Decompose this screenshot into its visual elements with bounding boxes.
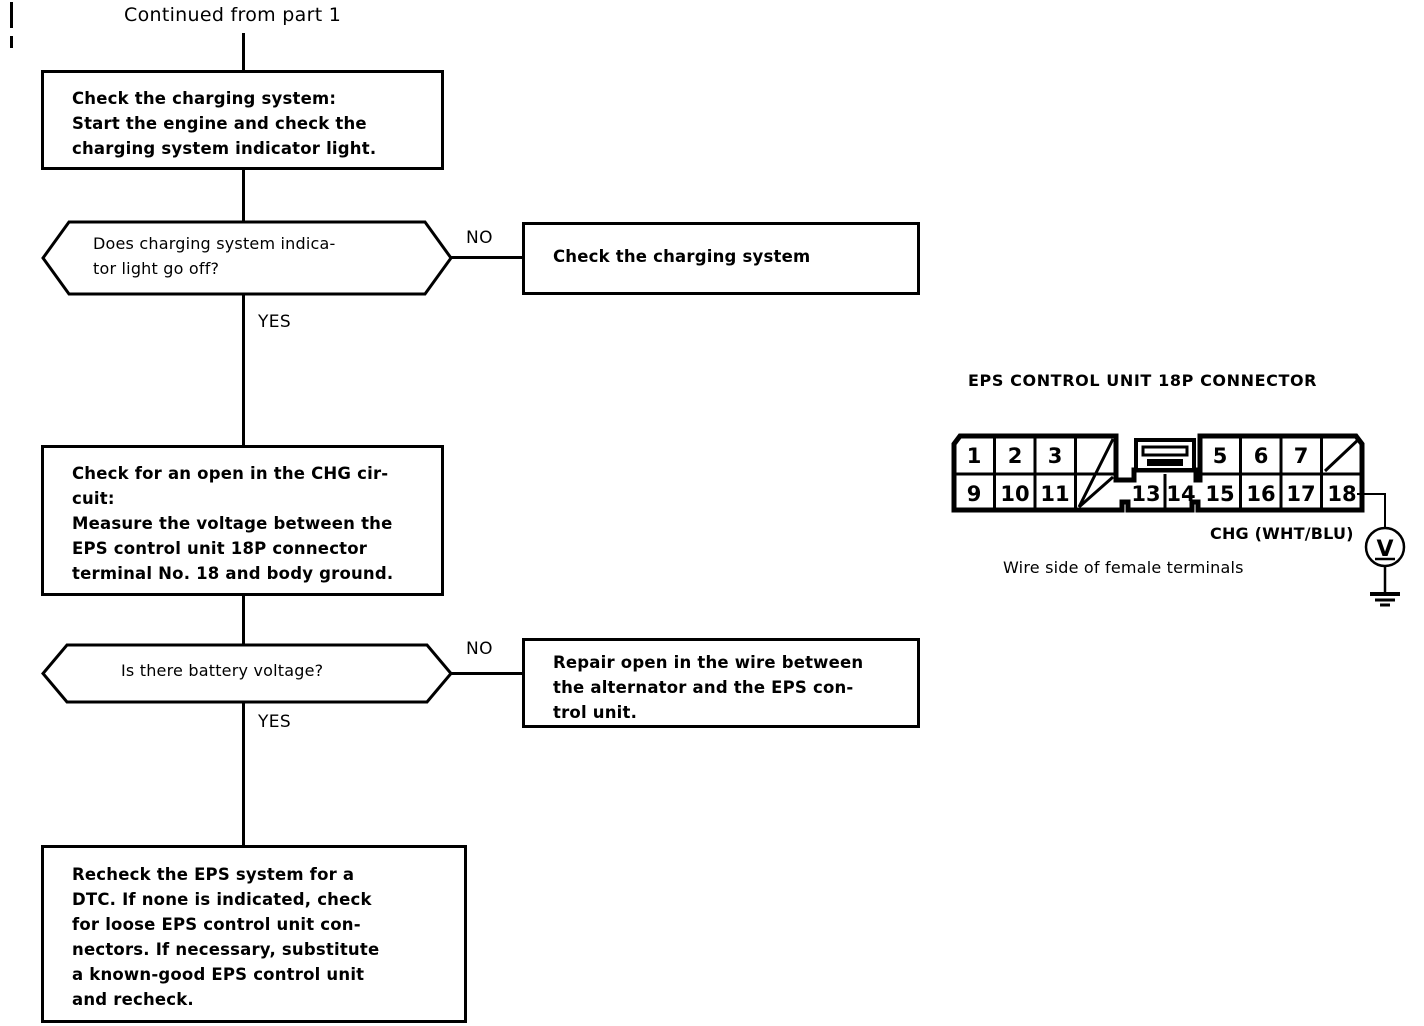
decision2-hexagon: Is there battery voltage?: [41, 643, 453, 704]
svg-text:15: 15: [1205, 482, 1234, 506]
svg-text:5: 5: [1213, 444, 1228, 468]
decision1-hexagon: Does charging system indica- tor light g…: [41, 220, 453, 296]
decision2-yes-label: YES: [258, 712, 292, 732]
decision1-yes-label: YES: [258, 312, 292, 332]
svg-text:2: 2: [1008, 444, 1023, 468]
wire-lead-down-to-meter: [1384, 493, 1386, 529]
decision2-text: Is there battery voltage?: [121, 661, 324, 680]
step3-box: Recheck the EPS system for a DTC. If non…: [41, 845, 467, 1023]
svg-text:16: 16: [1246, 482, 1275, 506]
connector-line-head-to-step1: [242, 33, 245, 71]
wire-side-note: Wire side of female terminals: [1003, 558, 1244, 577]
connector-pinout-diagram: 1 2 3 5 6 7 9 10 11 13 14 15 16 17 18: [948, 430, 1368, 520]
connector-line-step2-to-decision2: [242, 596, 245, 646]
page-edge-artifact: [10, 2, 13, 48]
branch-line-yes-1: [242, 294, 245, 446]
svg-text:3: 3: [1048, 444, 1063, 468]
svg-text:13: 13: [1131, 482, 1160, 506]
step3-text: Recheck the EPS system for a DTC. If non…: [72, 865, 380, 1009]
decision1-no-label: NO: [466, 228, 493, 248]
svg-text:11: 11: [1040, 482, 1069, 506]
no-outcome1-box: Check the charging system: [522, 222, 920, 295]
wire-lead-terminal-18: [1357, 493, 1386, 495]
step2-body: Measure the voltage between the EPS cont…: [72, 514, 394, 583]
branch-line-no-2: [451, 672, 524, 675]
chg-wire-label: CHG (WHT/BLU): [1210, 524, 1354, 543]
continued-from-label: Continued from part 1: [124, 4, 342, 26]
svg-text:14: 14: [1166, 482, 1195, 506]
svg-text:9: 9: [967, 482, 982, 506]
connector-title: EPS CONTROL UNIT 18P CONNECTOR: [968, 371, 1318, 390]
svg-text:1: 1: [967, 444, 982, 468]
decision1-text: Does charging system indica- tor light g…: [93, 234, 336, 278]
svg-text:18: 18: [1327, 482, 1356, 506]
no-outcome1-text: Check the charging system: [553, 247, 811, 266]
decision2-no-label: NO: [466, 639, 493, 659]
voltmeter-symbol: V: [1362, 526, 1408, 620]
svg-text:6: 6: [1254, 444, 1269, 468]
step2-title: Check for an open in the CHG cir- cuit:: [72, 464, 389, 508]
step1-box: Check the charging system: Start the eng…: [41, 70, 444, 170]
no-outcome2-box: Repair open in the wire between the alte…: [522, 638, 920, 728]
no-outcome2-text: Repair open in the wire between the alte…: [553, 653, 864, 722]
svg-text:V: V: [1376, 537, 1393, 562]
step1-body: Start the engine and check the charging …: [72, 114, 377, 158]
branch-line-yes-2: [242, 702, 245, 847]
branch-line-no-1: [451, 256, 524, 259]
step2-box: Check for an open in the CHG cir- cuit: …: [41, 445, 444, 596]
svg-text:7: 7: [1294, 444, 1309, 468]
step1-title: Check the charging system:: [72, 89, 337, 108]
connector-line-step1-to-decision1: [242, 170, 245, 223]
svg-text:17: 17: [1286, 482, 1315, 506]
svg-text:10: 10: [1000, 482, 1029, 506]
